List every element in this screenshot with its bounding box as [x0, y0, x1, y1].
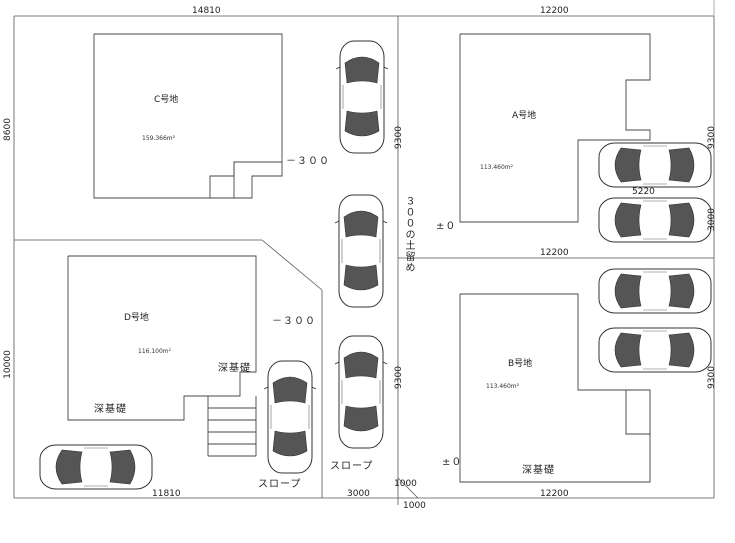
dim-top-right: 12200 [540, 6, 569, 16]
dim-left-lower: 10000 [2, 350, 13, 379]
dim-right-9300-upper: 9300 [706, 126, 717, 149]
car-slope-left [263, 360, 317, 474]
note-deep-foundation-d2: 深基礎 [94, 404, 127, 415]
lot-d-name: D号地 [124, 313, 149, 323]
dim-parking-5220: 5220 [632, 187, 655, 197]
lot-c-name: C号地 [154, 95, 179, 105]
dim-right-9300-lower: 9300 [706, 366, 717, 389]
car-center-bottom [334, 335, 388, 449]
note-deep-foundation-d1: 深基礎 [218, 363, 251, 374]
note-deep-foundation-b: 深基礎 [522, 465, 555, 476]
car-a-1 [598, 142, 712, 188]
lot-a-name: A号地 [512, 111, 537, 121]
lot-d-area: 116.100m² [138, 348, 172, 355]
dim-bottom-mid: 3000 [347, 489, 370, 499]
building-a [459, 33, 651, 223]
building-c [93, 33, 283, 199]
dim-center-9300-upper: 9300 [393, 126, 404, 149]
note-minus300-c: －３００ [286, 156, 330, 167]
car-bottom-left [39, 444, 153, 490]
dim-mid-right: 12200 [540, 248, 569, 258]
dim-bottom-right: 12200 [540, 489, 569, 499]
building-b [459, 293, 651, 483]
car-center-mid [334, 194, 388, 308]
note-pm0-a: ±０ [436, 221, 457, 232]
building-d [67, 255, 257, 457]
dim-center-9300-lower: 9300 [393, 366, 404, 389]
dim-bottom-left: 11810 [152, 489, 181, 499]
dim-right-3000: 3000 [706, 208, 717, 231]
lot-a-area: 113.460m² [480, 164, 514, 171]
car-b-1 [598, 268, 712, 314]
car-center-top [335, 40, 389, 154]
note-minus300-d: －３００ [272, 316, 316, 327]
note-retaining-wall: ３００の土留め [403, 196, 414, 273]
car-b-2 [598, 327, 712, 373]
note-slope-left: スロープ [258, 479, 302, 490]
note-slope-center: スロープ [330, 461, 374, 472]
dim-bottom-1000-upper: 1000 [394, 479, 417, 489]
lot-b-area: 113.460m² [486, 383, 520, 390]
note-pm0-b: ±０ [442, 457, 463, 468]
car-a-2 [598, 197, 712, 243]
lot-b-name: B号地 [508, 359, 533, 369]
dim-top-left: 14810 [192, 6, 221, 16]
dim-left-upper: 8600 [2, 118, 13, 141]
lot-c-area: 159.366m² [142, 135, 176, 142]
dim-bottom-1000-lower: 1000 [403, 501, 426, 511]
